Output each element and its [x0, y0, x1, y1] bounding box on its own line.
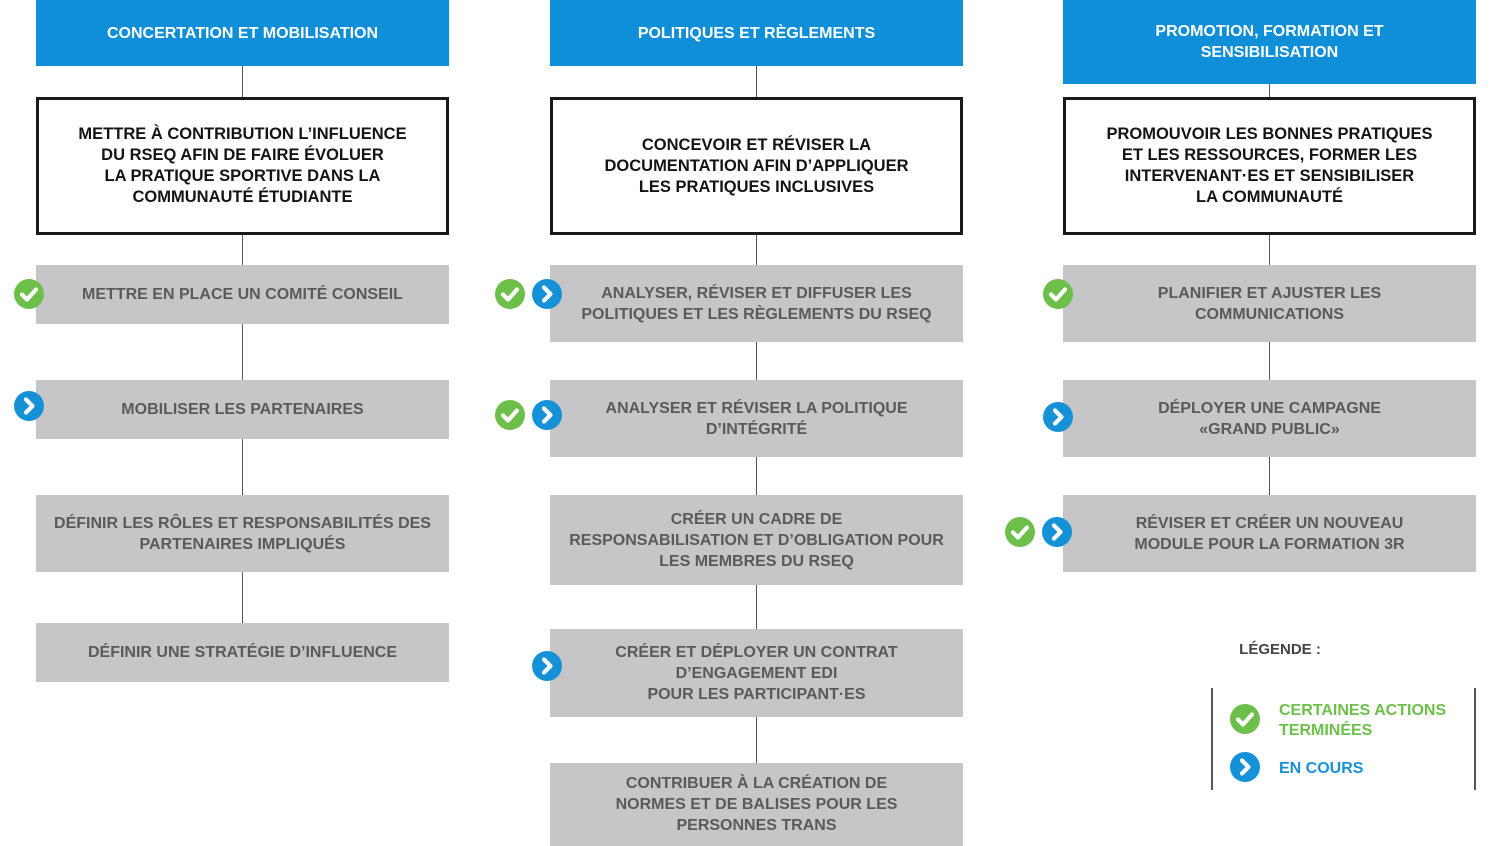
check-circle-icon [495, 400, 525, 430]
legend-right-line [1474, 688, 1476, 790]
connector-line [755, 235, 758, 265]
action-box: MOBILISER LES PARTENAIRES [36, 380, 449, 439]
connector-line [1268, 457, 1271, 495]
column-header: PROMOTION, FORMATION ET SENSIBILISATION [1063, 0, 1476, 84]
chevron-circle-icon [532, 651, 562, 681]
connector-line [241, 235, 244, 265]
chevron-circle-icon [1230, 752, 1260, 782]
goal-box: METTRE À CONTRIBUTION L’INFLUENCE DU RSE… [36, 97, 449, 235]
connector-line [1268, 235, 1271, 265]
check-circle-icon [495, 279, 525, 309]
connector-line [241, 439, 244, 495]
connector-line [1268, 342, 1271, 380]
legend-label: CERTAINES ACTIONS TERMINÉES [1279, 702, 1447, 739]
check-circle-icon [14, 279, 44, 309]
legend-label: EN COURS [1279, 760, 1364, 777]
legend-title: LÉGENDE : [1239, 641, 1321, 658]
column-header: POLITIQUES ET RÈGLEMENTS [550, 0, 963, 66]
connector-line [755, 585, 758, 629]
column-header: CONCERTATION ET MOBILISATION [36, 0, 449, 66]
goal-box: PROMOUVOIR LES BONNES PRATIQUES ET LES R… [1063, 97, 1476, 235]
chevron-circle-icon [1043, 402, 1073, 432]
chevron-circle-icon [532, 279, 562, 309]
connector-line [755, 717, 758, 763]
connector-line [241, 66, 244, 97]
chevron-circle-icon [14, 391, 44, 421]
connector-line [755, 457, 758, 495]
connector-line [755, 342, 758, 380]
action-box: DÉPLOYER UNE CAMPAGNE «GRAND PUBLIC» [1063, 380, 1476, 457]
action-box: RÉVISER ET CRÉER UN NOUVEAU MODULE POUR … [1063, 495, 1476, 572]
check-circle-icon [1043, 279, 1073, 309]
action-box: ANALYSER ET RÉVISER LA POLITIQUE D’INTÉG… [550, 380, 963, 457]
chevron-circle-icon [532, 400, 562, 430]
action-box: DÉFINIR UNE STRATÉGIE D’INFLUENCE [36, 623, 449, 682]
check-circle-icon [1005, 517, 1035, 547]
legend-left-line [1211, 688, 1213, 790]
chevron-circle-icon [1042, 517, 1072, 547]
action-box: CONTRIBUER À LA CRÉATION DE NORMES ET DE… [550, 763, 963, 846]
action-box: CRÉER ET DÉPLOYER UN CONTRAT D’ENGAGEMEN… [550, 629, 963, 717]
connector-line [755, 66, 758, 97]
check-circle-icon [1230, 704, 1260, 734]
connector-line [241, 324, 244, 380]
connector-line [1268, 84, 1271, 97]
action-box: CRÉER UN CADRE DE RESPONSABILISATION ET … [550, 495, 963, 585]
connector-line [241, 572, 244, 623]
action-box: DÉFINIR LES RÔLES ET RESPONSABILITÉS DES… [36, 495, 449, 572]
goal-box: CONCEVOIR ET RÉVISER LA DOCUMENTATION AF… [550, 97, 963, 235]
action-box: ANALYSER, RÉVISER ET DIFFUSER LES POLITI… [550, 265, 963, 342]
action-box: PLANIFIER ET AJUSTER LES COMMUNICATIONS [1063, 265, 1476, 342]
action-box: METTRE EN PLACE UN COMITÉ CONSEIL [36, 265, 449, 324]
